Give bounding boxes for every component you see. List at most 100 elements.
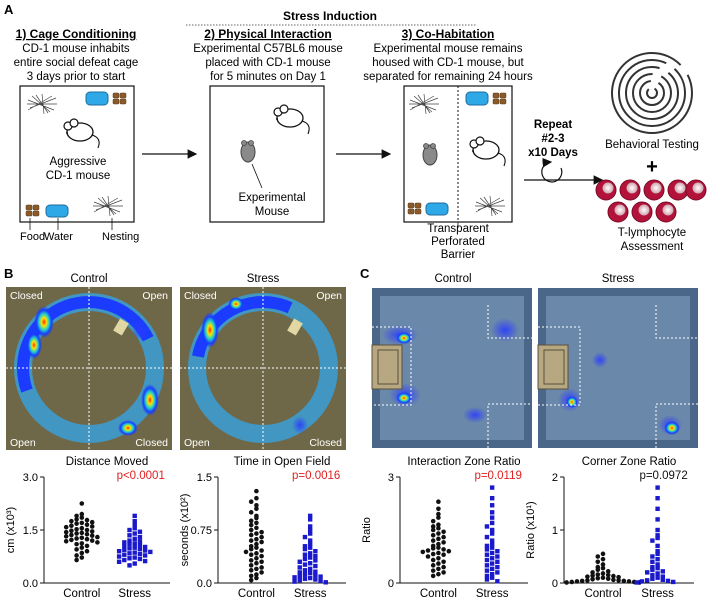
data-point [74,531,79,536]
x-tick-label: Control [584,588,621,598]
data-point [84,536,90,542]
data-point [307,524,313,529]
data-point [122,543,127,549]
data-point [132,541,137,546]
data-point [436,561,441,566]
data-point [69,518,74,524]
data-point [79,520,85,526]
tlymphocyte-icon [631,201,653,223]
data-point [254,541,259,547]
data-point [79,530,85,536]
data-point [600,565,606,571]
data-point [132,561,137,566]
data-point [89,538,95,543]
data-point [430,518,436,524]
data-point [127,551,132,556]
heatmap-b-control: Closed Open Open Closed [6,287,172,450]
data-point [313,558,318,563]
stress-induction-label: Stress Induction [283,9,377,23]
data-point [489,520,495,526]
data-point [655,549,660,554]
data-point [137,542,143,548]
step2-line-3: for 5 minutes on Day 1 [210,71,326,83]
data-point [248,546,254,552]
data-point [650,576,655,581]
data-point [127,538,132,543]
data-point [254,560,259,566]
data-point [307,561,313,566]
step3-line-2: housed with CD-1 mouse, but [372,57,524,69]
data-point [489,503,495,508]
data-point [89,524,95,529]
data-point [248,567,254,573]
data-point [313,573,318,578]
data-point [430,546,436,551]
data-point [74,547,79,552]
data-point [137,546,143,552]
data-point [243,549,249,555]
data-point [441,559,446,565]
data-point [137,551,143,557]
data-point [127,527,132,533]
data-point [600,562,606,567]
step2-line-1: Experimental C57BL6 mouse [193,43,343,55]
data-point [626,579,632,584]
x-tick-label: Stress [476,588,509,598]
y-tick-label: 1.5 [197,472,212,484]
data-point [650,538,655,543]
x-tick-label: Control [238,588,275,598]
water-bottle-icon [425,202,449,216]
data-point [302,562,308,567]
heatmap-c-control [371,288,532,448]
data-point [63,524,69,530]
data-point [254,488,259,494]
data-point [420,549,426,555]
data-point [655,543,660,549]
data-point [436,499,441,505]
data-point [297,559,302,564]
data-point [313,563,318,569]
data-point [307,538,313,543]
quadrant-label: Open [316,290,342,302]
data-point [248,499,254,505]
data-point [484,547,490,552]
tlymphocyte-icons [595,179,707,223]
data-point [307,541,313,547]
data-point [89,529,95,534]
step1-line-3: 3 days prior to start [27,71,126,83]
data-point [489,561,495,566]
data-point [665,578,671,584]
barrier-label-3: Barrier [441,249,476,261]
data-point [484,552,490,557]
quadrant-label: Open [142,290,168,302]
data-point [79,541,85,546]
data-point [436,506,441,512]
y-tick-label: 1 [552,525,558,537]
data-point [132,550,137,555]
data-point [484,563,490,568]
data-point [63,534,69,539]
data-point [655,533,660,538]
data-point [655,496,660,501]
data-point [489,485,495,490]
data-point [585,574,590,579]
heatmap-b-control-title: Control [70,273,107,285]
data-point [297,570,302,575]
data-point [79,511,85,517]
repeat-label-1: Repeat [534,119,573,131]
data-point [574,579,580,584]
data-point [248,552,254,558]
data-point [611,573,616,579]
data-point [254,572,259,577]
data-point [292,579,297,584]
data-point [302,572,308,577]
data-point [660,574,665,579]
data-point [436,555,441,561]
data-point [605,576,611,582]
data-point [590,573,595,578]
data-point [127,546,132,551]
barrier-label-1: Transparent [427,223,489,235]
tlymphocyte-icon [667,179,689,201]
data-point [484,524,490,529]
